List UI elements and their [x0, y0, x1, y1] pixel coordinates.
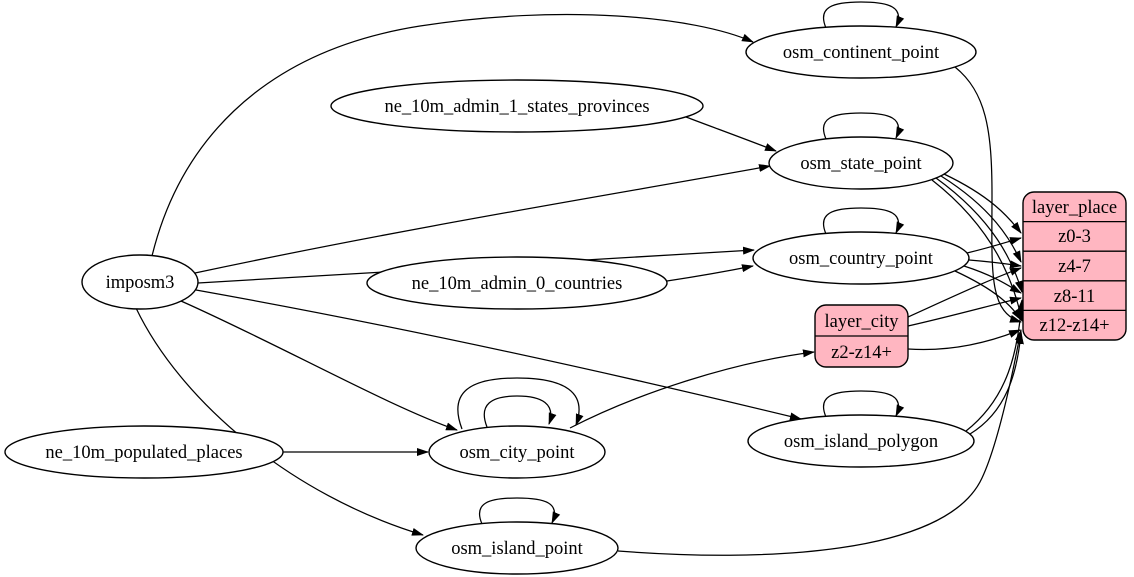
osm_island_point-label: osm_island_point: [451, 539, 583, 559]
edge-osm_country_point-layer_place-z12-z14: [954, 270, 1022, 321]
edge-layer_city-layer_place-z8-11: [907, 296, 1022, 327]
ne_10m_populated_places-ellipse: [4, 425, 284, 479]
node-ne_10m_populated_places: ne_10m_populated_places: [4, 425, 284, 479]
node-layer_city: layer_city z2-z14+: [814, 304, 909, 368]
layer_city-title: layer_city: [825, 312, 900, 332]
edge-osm_city_point-layer_city-z2-z14: [569, 349, 815, 429]
ne_10m_admin_1_states_provinces-label: ne_10m_admin_1_states_provinces: [384, 97, 649, 117]
edge-osm_country_point-layer_place-z8-11: [963, 265, 1022, 294]
edge-osm_country_point-layer_place-z4-7: [968, 259, 1022, 269]
edge-osm_state_point-layer_place-z0-3: [943, 173, 1022, 234]
node-osm_state_point: osm_state_point: [768, 136, 954, 190]
ne_10m_populated_places-label: ne_10m_populated_places: [45, 443, 242, 463]
osm_island_polygon-label: osm_island_polygon: [784, 432, 938, 452]
edge-layer_city-layer_place-z4-7: [907, 267, 1022, 318]
edge-imposm3-osm_city_point: [180, 300, 458, 431]
edge-osm_state_point-layer_place-z8-11: [935, 177, 1023, 293]
osm_continent_point-ellipse: [745, 25, 977, 79]
edge-osm_island_polygon-layer_place-z12-z14: [969, 332, 1024, 435]
osm_city_point-label: osm_city_point: [459, 443, 575, 463]
ne_10m_admin_0_countries-ellipse: [366, 256, 668, 310]
osm_country_point-ellipse: [752, 231, 970, 285]
self-loop-outer-osm_city_point: [457, 377, 584, 430]
layer_place-row-z4-7: z4-7: [1058, 257, 1091, 277]
ne_10m_admin_1_states_provinces-ellipse: [330, 79, 704, 133]
edge-osm_island_point-layer_place-z12-z14: [617, 329, 1023, 556]
edge-ne_10m_admin_0_countries-osm_country_point: [666, 264, 754, 282]
node-osm_city_point: osm_city_point: [428, 425, 606, 479]
edge-osm_country_point-layer_place-z0-3: [966, 237, 1022, 254]
osm_city_point-ellipse: [428, 425, 606, 479]
edge-imposm3-osm_island_polygon: [195, 289, 802, 421]
edge-osm_state_point-layer_place-z4-7: [940, 175, 1022, 263]
node-ne_10m_admin_1_states_provinces: ne_10m_admin_1_states_provinces: [330, 79, 704, 133]
layer_place-row-z0-3: z0-3: [1058, 227, 1091, 247]
imposm3-label: imposm3: [106, 273, 175, 293]
node-osm_island_point: osm_island_point: [415, 521, 619, 575]
edge-imposm3-osm_continent_point: [151, 13, 754, 257]
osm_island_polygon-ellipse: [747, 414, 975, 468]
osm_state_point-label: osm_state_point: [800, 154, 922, 174]
edge-osm_continent_point-layer_place-z12-z14: [954, 66, 1022, 323]
edge-layer_city-layer_place-z12-z14: [907, 329, 1021, 351]
self-loop-osm_state_point: [822, 112, 905, 140]
layer_city-row-z2-z14: z2-z14+: [831, 343, 892, 363]
imposm3-ellipse: [81, 254, 199, 310]
edge-imposm3-osm_island_point: [135, 307, 424, 536]
self-loop-osm_continent_point: [822, 1, 905, 29]
self-loop-osm_country_point: [822, 207, 905, 235]
osm_country_point-label: osm_country_point: [789, 249, 934, 269]
self-loop-osm_island_polygon: [822, 390, 905, 418]
ne_10m_admin_0_countries-label: ne_10m_admin_0_countries: [412, 274, 623, 294]
osm_state_point-ellipse: [768, 136, 954, 190]
node-osm_continent_point: osm_continent_point: [745, 25, 977, 79]
layer_place-title: layer_place: [1032, 198, 1117, 218]
layer_place-row-z12-z14: z12-z14+: [1039, 316, 1109, 336]
osm_continent_point-label: osm_continent_point: [783, 43, 940, 63]
edge-ne_10m_admin_1_states_provinces-osm_state_point: [685, 116, 777, 152]
edge-imposm3-osm_state_point: [194, 164, 771, 274]
self-loop-inner-osm_city_point: [483, 395, 557, 428]
node-osm_country_point: osm_country_point: [752, 231, 970, 285]
osm_island_point-ellipse: [415, 521, 619, 575]
node-imposm3: imposm3: [81, 254, 199, 310]
layer_place-row-z8-11: z8-11: [1054, 287, 1095, 307]
layer_place-box: [1022, 191, 1127, 341]
node-ne_10m_admin_0_countries: ne_10m_admin_0_countries: [366, 256, 668, 310]
self-loop-osm_island_point: [478, 497, 561, 525]
edge-osm_island_polygon-layer_place-z8-11: [965, 299, 1026, 432]
node-osm_island_polygon: osm_island_polygon: [747, 414, 975, 468]
node-layer_place: layer_place z0-3 z4-7 z8-11 z12-z14+: [1022, 191, 1127, 341]
